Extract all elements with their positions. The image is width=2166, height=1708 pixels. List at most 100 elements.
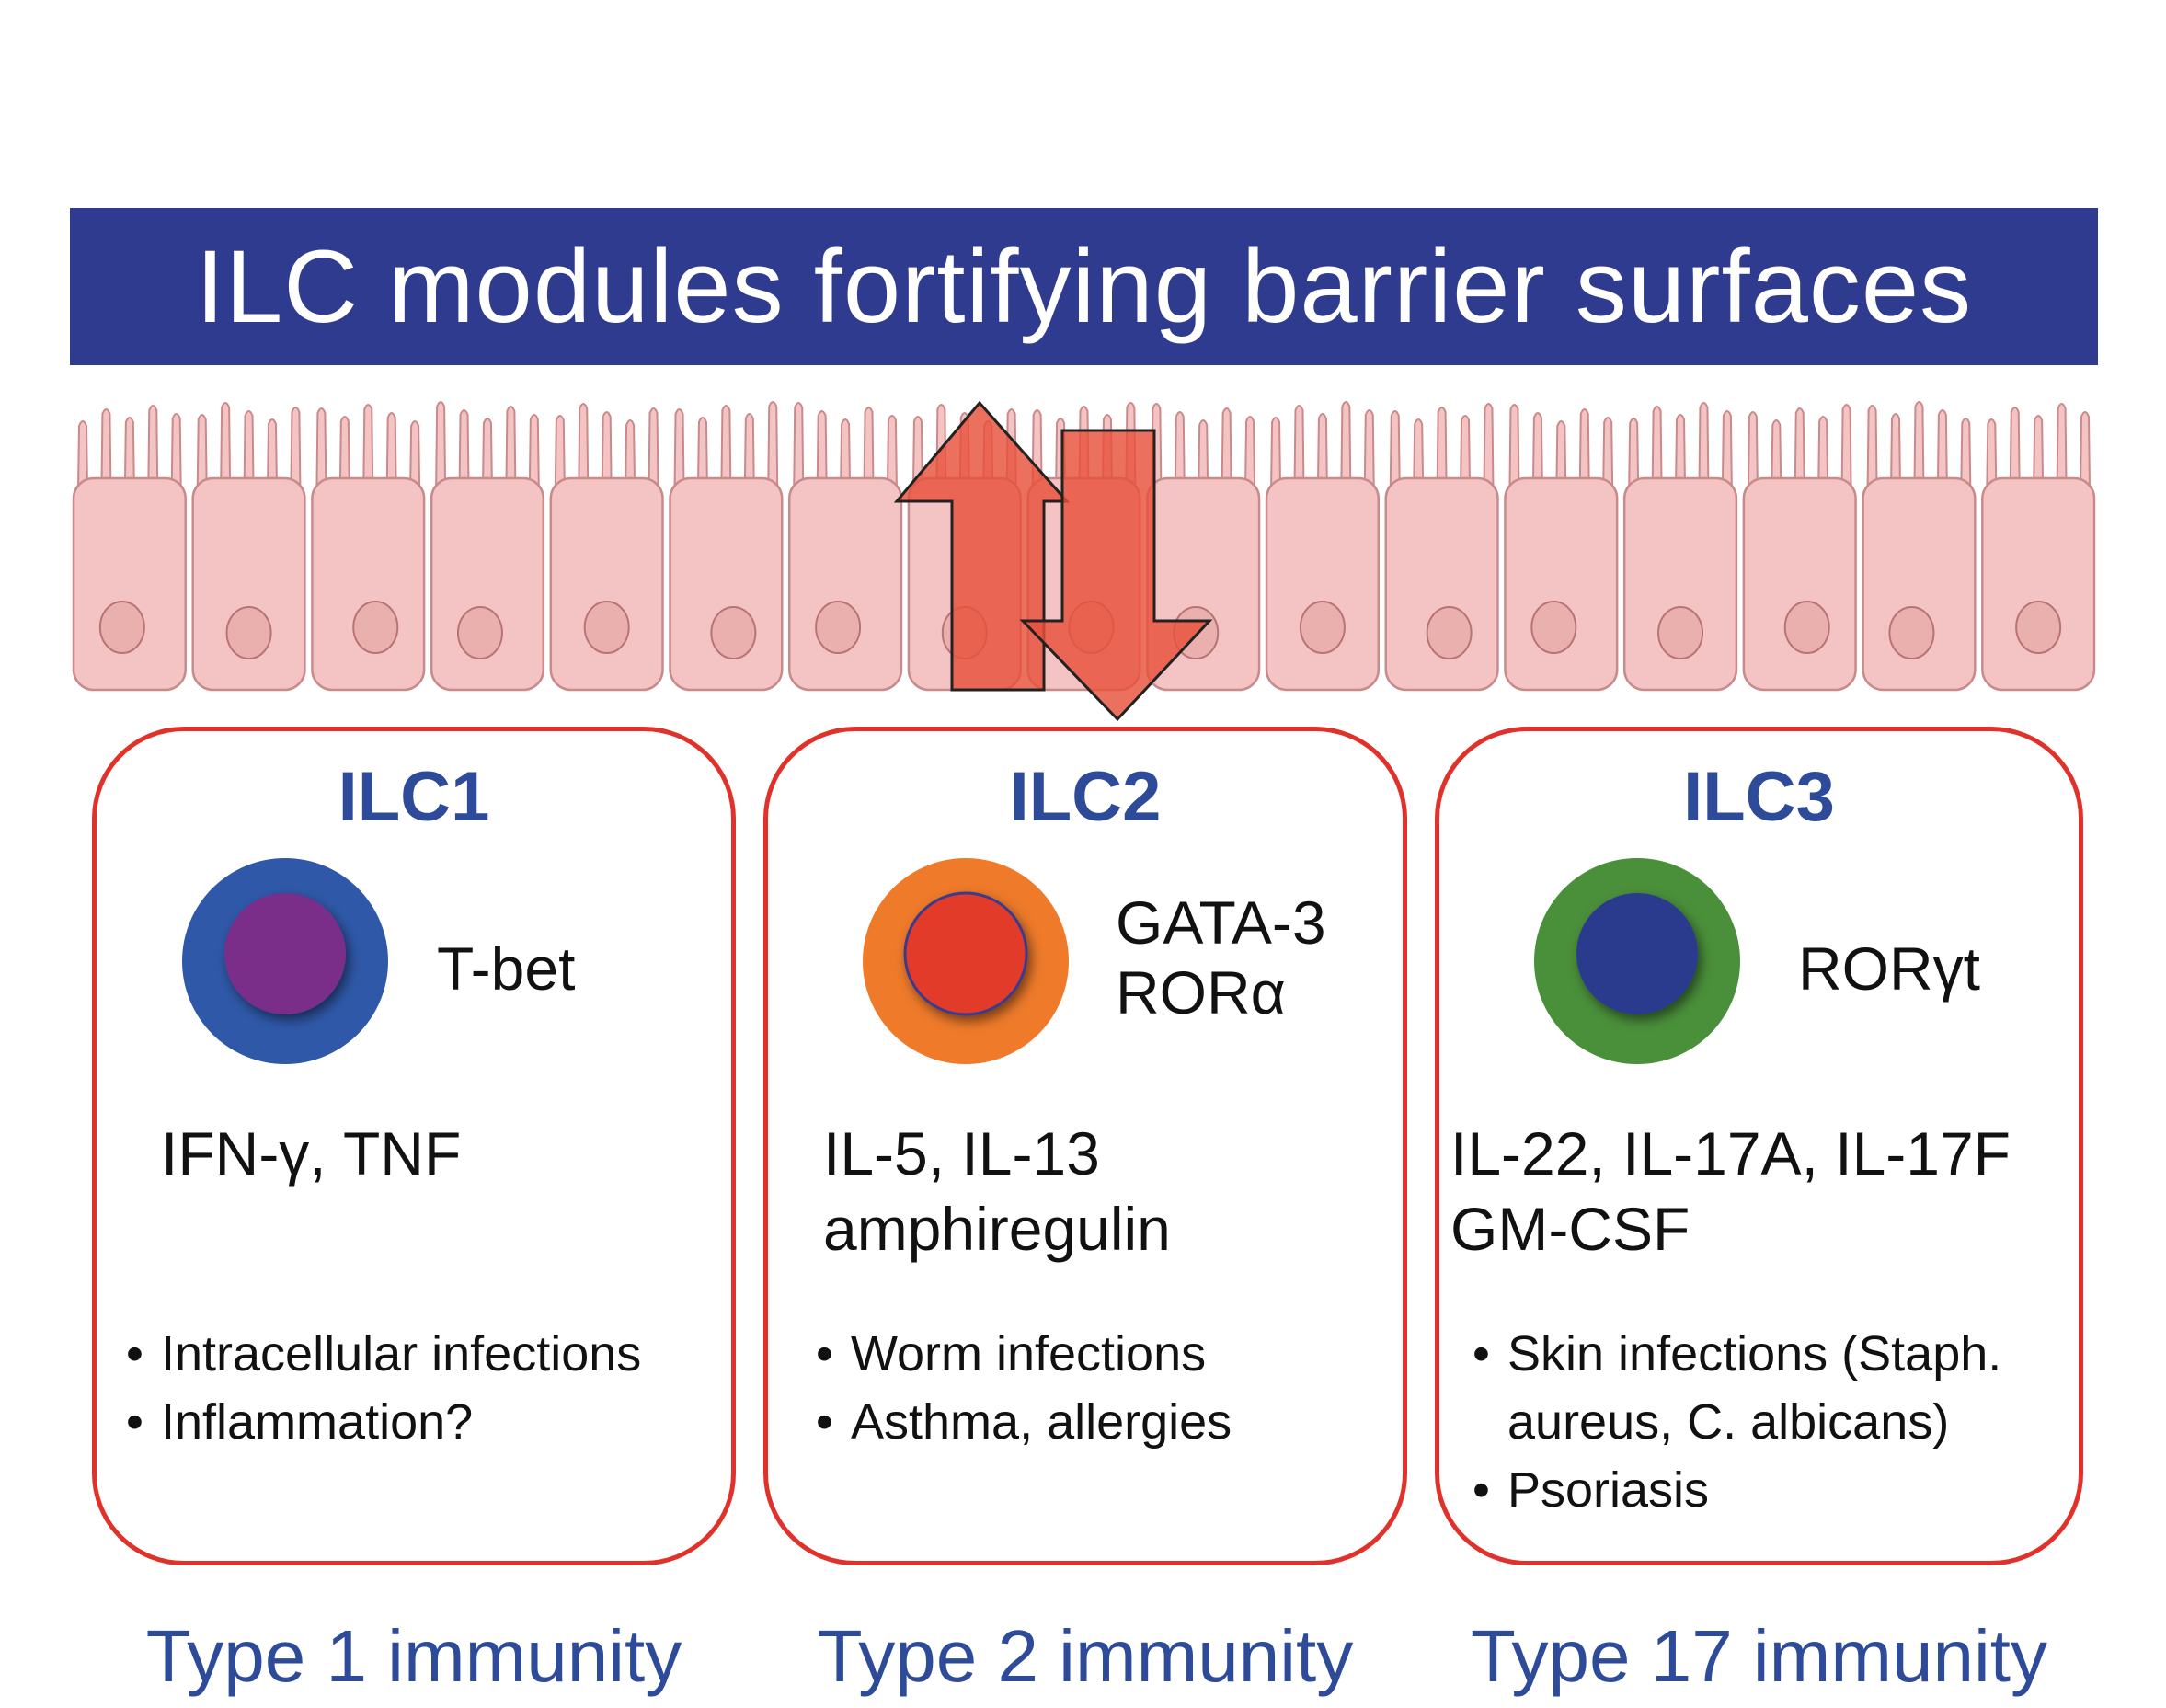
ilc3-transcription-factor: RORγt bbox=[1798, 934, 1980, 1003]
microvillus bbox=[76, 420, 89, 490]
nucleus bbox=[352, 601, 399, 654]
microvillus bbox=[1721, 410, 1733, 490]
microvillus bbox=[1889, 413, 1902, 490]
ilc1-functions: Intracellular infections Inflammation? bbox=[126, 1320, 641, 1456]
microvillus bbox=[1840, 404, 1852, 490]
microvillus bbox=[266, 418, 278, 490]
ilc1-panel: ILC1 T-bet IFN-γ, TNF Intracellular infe… bbox=[92, 727, 736, 1565]
microvillus bbox=[1198, 419, 1209, 490]
ilc3-cell-icon bbox=[1534, 858, 1740, 1064]
epithelial-cell bbox=[1504, 404, 1619, 692]
microvillus bbox=[1771, 419, 1782, 490]
microvillus bbox=[1602, 417, 1614, 490]
ilc1-title: ILC1 bbox=[338, 758, 490, 836]
microvillus bbox=[1483, 403, 1495, 490]
microvillus bbox=[816, 410, 828, 490]
microvillus bbox=[147, 405, 159, 490]
ilc3-cytokines: IL-22, IL-17A, IL-17F GM-CSF bbox=[1450, 1119, 2011, 1263]
epithelial-cell bbox=[1622, 402, 1738, 692]
microvillus bbox=[863, 407, 875, 490]
epithelial-cell bbox=[1981, 403, 2096, 692]
cell-body bbox=[1265, 476, 1381, 692]
nucleus bbox=[1426, 606, 1473, 659]
type1-immunity-label: Type 1 immunity bbox=[145, 1615, 682, 1697]
epithelial-cell bbox=[669, 401, 784, 692]
epithelial-cell bbox=[787, 402, 903, 692]
microvillus bbox=[1913, 401, 1925, 490]
microvillus bbox=[123, 417, 135, 490]
function-item: Skin infections (Staph. bbox=[1473, 1320, 2001, 1388]
microvillus bbox=[1986, 418, 1998, 490]
microvillus bbox=[793, 402, 805, 490]
microvillus bbox=[1578, 408, 1590, 490]
microvillus bbox=[1817, 416, 1829, 490]
microvillus bbox=[1960, 418, 1972, 490]
ilc2-cytokines: IL-5, IL-13 amphiregulin bbox=[823, 1119, 1171, 1263]
microvillus bbox=[362, 404, 374, 490]
cell-body bbox=[1504, 476, 1619, 692]
nucleus bbox=[1657, 606, 1704, 659]
ilc1-cytokines: IFN-γ, TNF bbox=[161, 1119, 462, 1187]
microvillus bbox=[1174, 411, 1186, 490]
microvillus bbox=[100, 408, 112, 490]
microvillus bbox=[911, 416, 923, 490]
nucleus bbox=[710, 606, 757, 659]
microvillus bbox=[886, 415, 898, 490]
microvillus bbox=[1628, 418, 1640, 490]
microvillus bbox=[2009, 407, 2021, 490]
microvillus bbox=[2079, 411, 2092, 490]
microvillus bbox=[1363, 409, 1375, 490]
ilc3-title: ILC3 bbox=[1683, 758, 1835, 836]
epithelial-cell bbox=[191, 402, 306, 692]
microvillus bbox=[2033, 415, 2045, 490]
nucleus bbox=[98, 601, 145, 654]
cell-body bbox=[1622, 476, 1738, 692]
epithelial-cell bbox=[1384, 403, 1499, 692]
microvillus bbox=[1866, 405, 1878, 490]
ilc2-functions: Worm infections Asthma, allergies bbox=[816, 1320, 1232, 1456]
microvillus bbox=[720, 405, 732, 490]
epithelial-cell bbox=[1862, 401, 1977, 692]
microvillus bbox=[840, 418, 852, 490]
nucleus bbox=[456, 606, 503, 659]
function-item: Inflammation? bbox=[126, 1388, 641, 1456]
epithelial-barrier bbox=[72, 401, 2096, 692]
microvillus bbox=[743, 413, 755, 490]
nucleus bbox=[1783, 601, 1830, 654]
microvillus bbox=[435, 401, 447, 490]
microvillus bbox=[601, 411, 613, 490]
microvillus bbox=[290, 407, 302, 490]
ilc3-panel: ILC3 RORγt IL-22, IL-17A, IL-17F GM-CSF … bbox=[1435, 727, 2083, 1565]
nucleus bbox=[815, 601, 862, 654]
microvillus bbox=[1413, 418, 1425, 490]
microvillus bbox=[767, 401, 779, 490]
epithelial-cell bbox=[1742, 404, 1857, 692]
microvillus bbox=[315, 407, 327, 490]
ilc2-panel: ILC2 GATA-3 RORα IL-5, IL-13 amphireguli… bbox=[763, 727, 1407, 1565]
cell-body bbox=[311, 476, 426, 692]
microvillus bbox=[1316, 413, 1328, 490]
function-item: Intracellular infections bbox=[126, 1320, 641, 1388]
nucleus bbox=[1888, 606, 1935, 659]
epithelial-cell bbox=[430, 401, 545, 692]
microvillus bbox=[1270, 417, 1282, 490]
microvillus bbox=[458, 409, 470, 490]
type17-immunity-label: Type 17 immunity bbox=[1471, 1615, 2047, 1697]
microvillus bbox=[1293, 405, 1305, 490]
microvillus bbox=[1531, 412, 1543, 490]
type2-immunity-label: Type 2 immunity bbox=[817, 1615, 1354, 1697]
up-arrow bbox=[893, 400, 1071, 692]
nucleus bbox=[1299, 601, 1346, 654]
microvillus bbox=[385, 412, 397, 490]
microvillus bbox=[696, 417, 708, 490]
microvillus bbox=[1675, 414, 1687, 490]
microvillus bbox=[1794, 407, 1805, 490]
ilc1-cell-icon bbox=[182, 858, 388, 1064]
microvillus bbox=[578, 403, 590, 490]
cell-body bbox=[191, 476, 306, 692]
microvillus bbox=[1698, 402, 1710, 490]
microvillus bbox=[1651, 406, 1663, 490]
microvillus bbox=[1460, 415, 1472, 490]
microvillus bbox=[1508, 404, 1520, 490]
microvillus bbox=[1436, 407, 1448, 490]
